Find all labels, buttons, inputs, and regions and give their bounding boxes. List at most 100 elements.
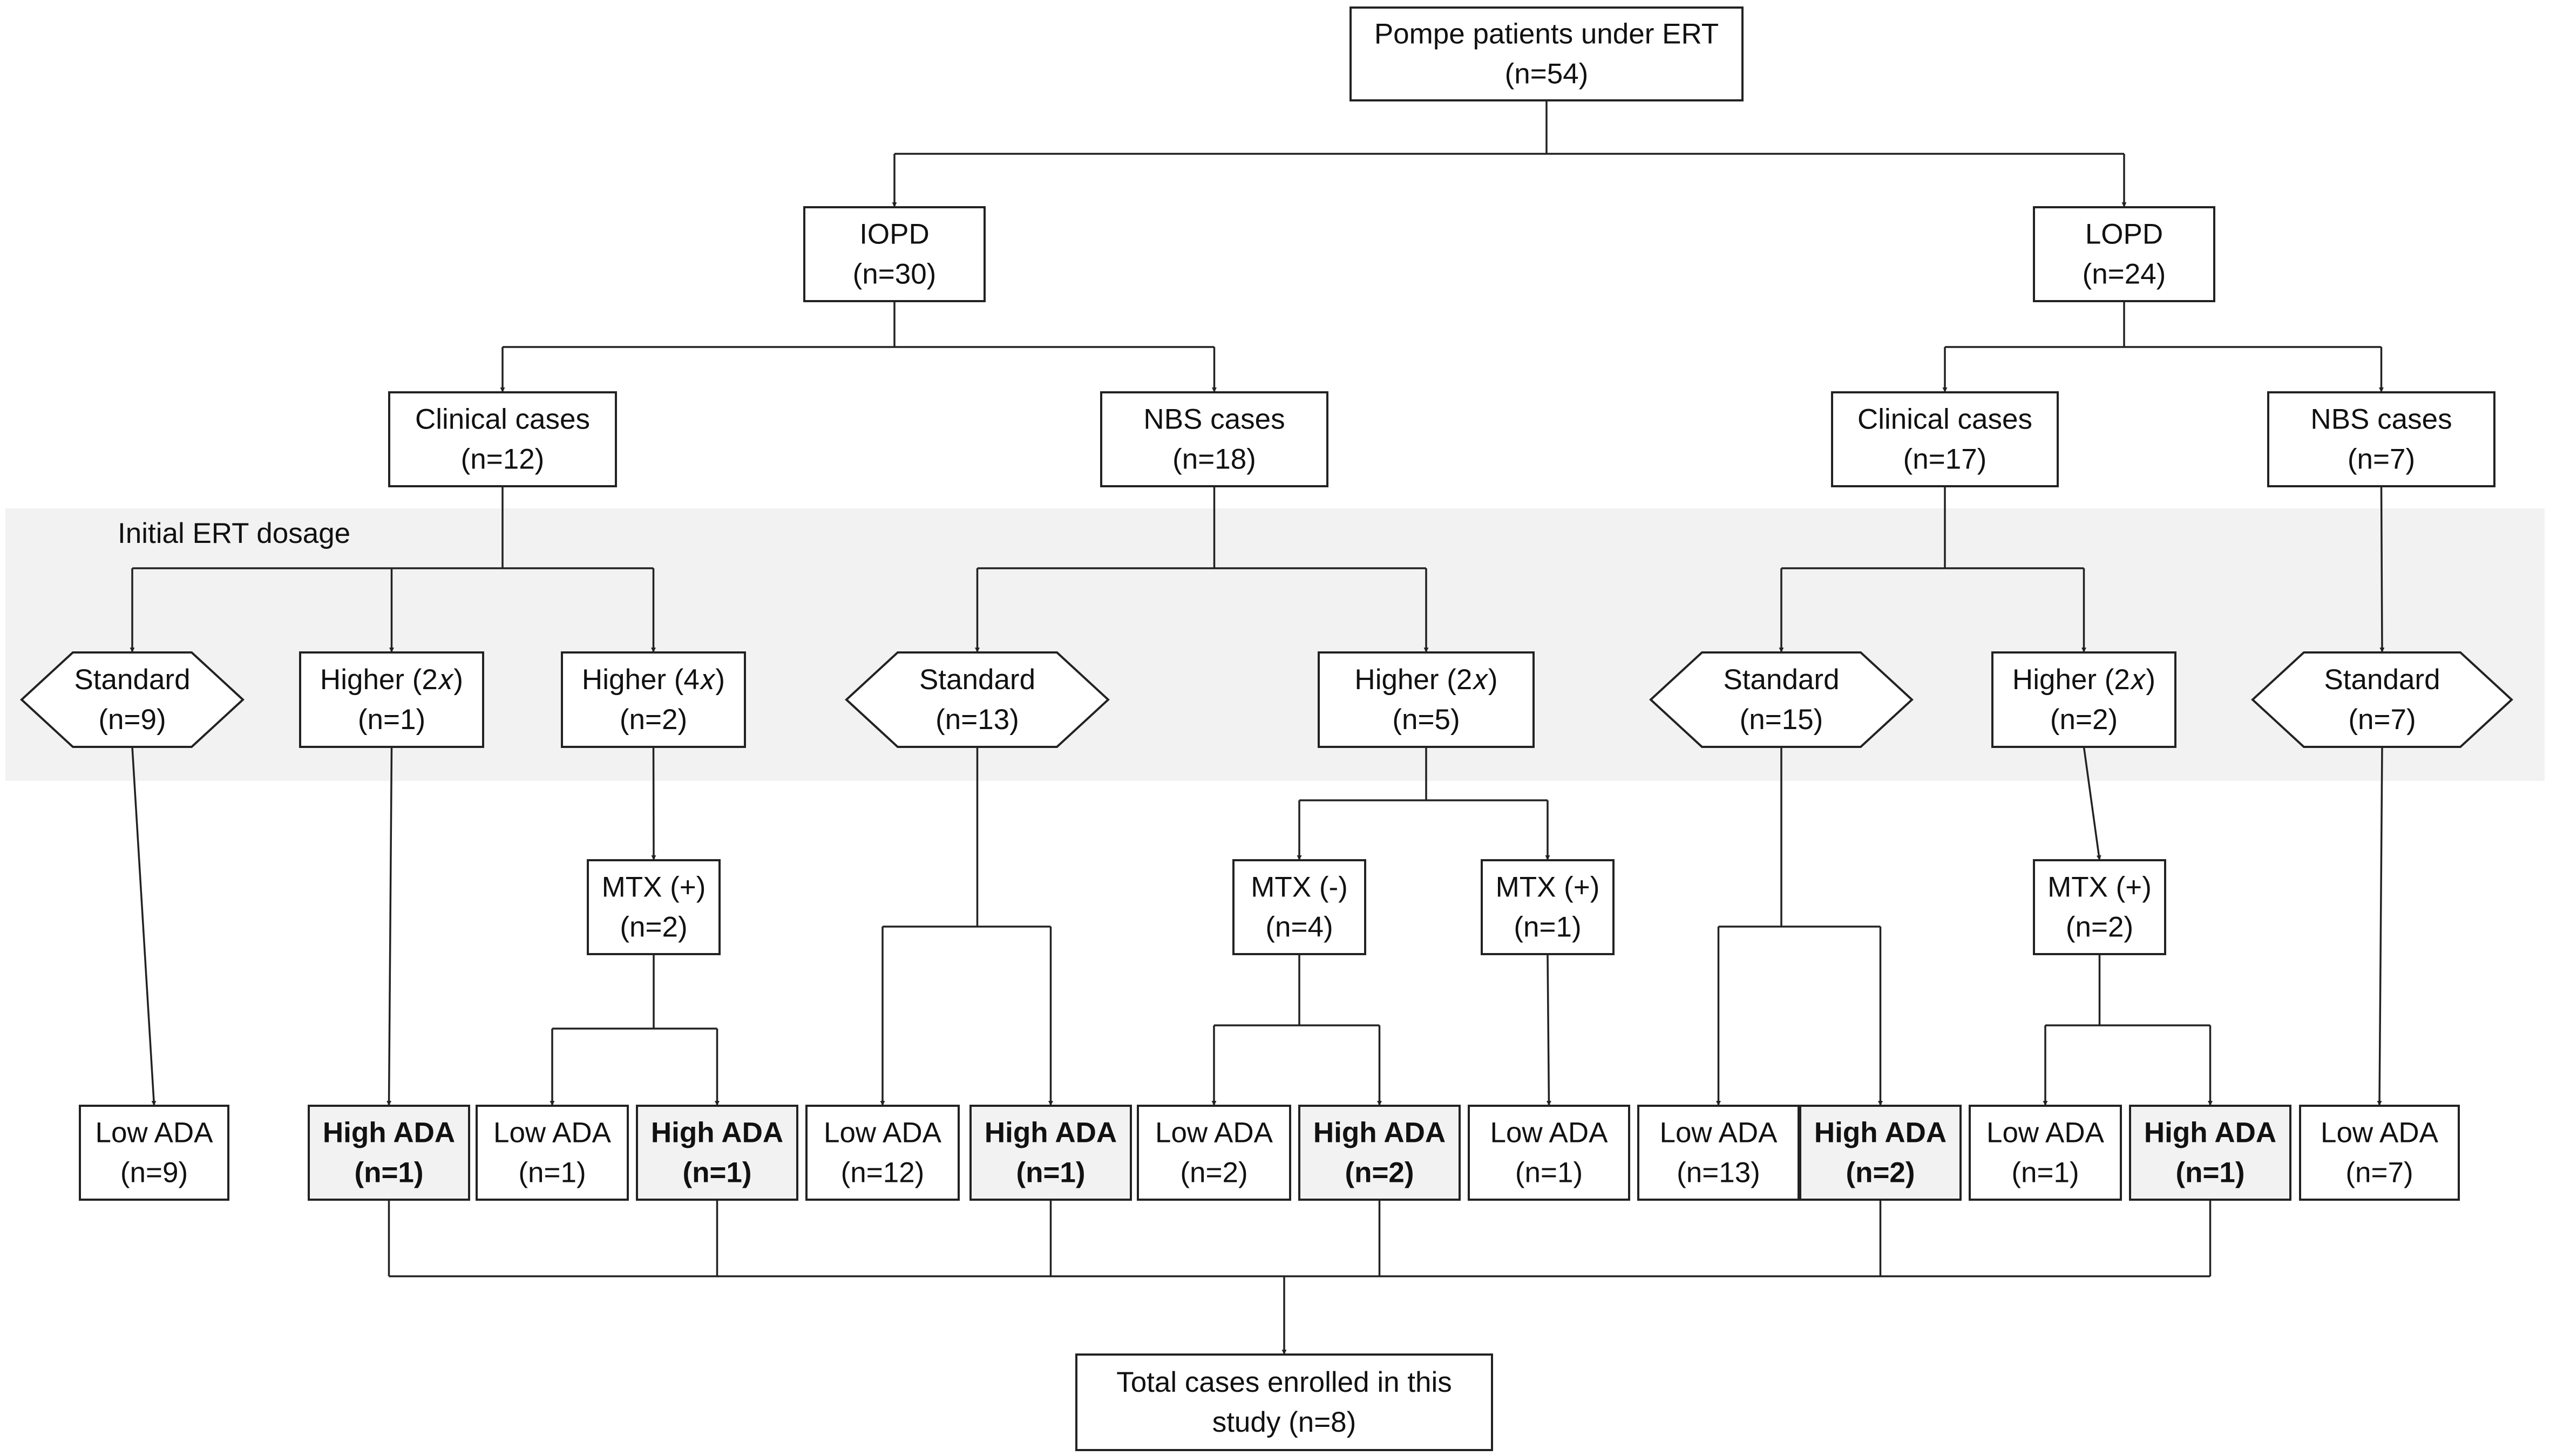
node-standard-n-9: Standard(n=9)	[20, 651, 245, 748]
node-text-line: Low ADA	[95, 1117, 213, 1149]
node-text-line: High ADA	[1814, 1117, 1947, 1149]
node-text-line: (n=1)	[518, 1157, 586, 1189]
node-text-line: (n=24)	[2083, 258, 2166, 290]
box-shape	[2299, 1105, 2460, 1201]
node-text-line: NBS cases	[2310, 404, 2452, 436]
hexagon-shape	[845, 651, 1110, 748]
node-low-ada-n-1: Low ADA(n=1)	[1468, 1105, 1630, 1201]
node-text-line: (n=12)	[461, 444, 545, 475]
node-text-line: (n=2)	[620, 704, 687, 736]
box-shape	[1075, 1353, 1493, 1451]
node-high-ada-n-1: High ADA(n=1)	[2129, 1105, 2291, 1201]
node-low-ada-n-2: Low ADA (n=2)	[1137, 1105, 1291, 1201]
node-text-line: (n=1)	[2175, 1157, 2244, 1189]
box-shape	[636, 1105, 798, 1201]
node-text-line: (n=5)	[1392, 704, 1460, 736]
node-text-line: Higher (2𝑥)	[1354, 664, 1497, 696]
node-text-line: (n=9)	[120, 1157, 188, 1189]
node-text-line: Pompe patients under ERT	[1374, 18, 1719, 50]
node-text-line: Low ADA	[1986, 1117, 2105, 1149]
node-text-line: Total cases enrolled in this	[1116, 1366, 1452, 1398]
node-text-line: Standard	[919, 664, 1035, 696]
node-text-line: High ADA	[1313, 1117, 1446, 1149]
node-text-line: (n=2)	[2050, 704, 2118, 736]
box-shape	[2033, 859, 2166, 955]
node-text-line: LOPD	[2085, 219, 2163, 250]
box-shape	[1799, 1105, 1962, 1201]
node-high-ada-n-2: High ADA (n=2)	[1298, 1105, 1461, 1201]
arrow-ic_h2-to-o2	[386, 746, 393, 1106]
box-shape	[805, 1105, 960, 1201]
node-nbs-cases-n-7: NBS cases (n=7)	[2267, 391, 2495, 487]
node-text-line: (n=15)	[1740, 704, 1823, 736]
node-text-line: MTX (+)	[602, 872, 706, 903]
box-shape	[1468, 1105, 1630, 1201]
node-higher-2-n-5: Higher (2𝑥) (n=5)	[1318, 651, 1535, 748]
node-text-line: Standard	[1723, 664, 1839, 696]
initial-ert-dosage-label: Initial ERT dosage	[118, 518, 350, 549]
node-text-line: Low ADA	[1490, 1117, 1608, 1149]
node-text-line: IOPD	[859, 219, 930, 250]
hexagon-shape	[1649, 651, 1914, 748]
node-low-ada-n-12: Low ADA(n=12)	[805, 1105, 960, 1201]
box-shape	[1481, 859, 1615, 955]
node-text-line: (n=4)	[1265, 911, 1333, 943]
node-higher-2-n-1: Higher (2𝑥)(n=1)	[299, 651, 484, 748]
flowchart-nodes: Pompe patients under ERT(n=54)IOPD(n=30)…	[20, 6, 2513, 1451]
box-shape	[2033, 206, 2215, 302]
hexagon-shape	[20, 651, 245, 748]
node-low-ada-n-9: Low ADA (n=9)	[79, 1105, 229, 1201]
node-text-line: Low ADA	[824, 1117, 942, 1149]
hexagon-shape	[2251, 651, 2513, 748]
node-high-ada-n-2: High ADA(n=2)	[1799, 1105, 1962, 1201]
node-mtx-n-4: MTX (-)(n=4)	[1232, 859, 1366, 955]
node-text-line: (n=18)	[1172, 444, 1256, 475]
node-text-line: (n=2)	[1345, 1157, 1414, 1189]
box-shape	[969, 1105, 1132, 1201]
box-shape	[1137, 1105, 1291, 1201]
arrow-ic_std-to-o1	[131, 746, 157, 1106]
node-text-line: Higher (2𝑥)	[2012, 664, 2155, 696]
node-text-line: Clinical cases	[415, 404, 590, 436]
node-text-line: (n=7)	[2348, 704, 2416, 736]
node-low-ada-n-1: Low ADA(n=1)	[1969, 1105, 2122, 1201]
box-shape	[1318, 651, 1535, 748]
node-text-line: (n=17)	[1903, 444, 1987, 475]
box-shape	[388, 391, 617, 487]
node-text-line: (n=7)	[2345, 1157, 2413, 1189]
box-shape	[299, 651, 484, 748]
node-text-line: High ADA	[651, 1117, 783, 1149]
node-text-line: (n=7)	[2348, 444, 2415, 475]
node-text-line: Low ADA	[1155, 1117, 1273, 1149]
box-shape	[1100, 391, 1328, 487]
box-shape	[1298, 1105, 1461, 1201]
arrow-lc_h2-to-lc_mtx	[2083, 746, 2101, 861]
node-text-line: (n=1)	[354, 1157, 423, 1189]
box-shape	[1991, 651, 2176, 748]
node-text-line: High ADA	[985, 1117, 1117, 1149]
node-text-line: (n=30)	[853, 258, 937, 290]
box-shape	[803, 206, 986, 302]
node-text-line: (n=2)	[620, 911, 687, 943]
node-text-line: Standard	[2324, 664, 2440, 696]
node-text-line: (n=2)	[1180, 1157, 1247, 1189]
node-text-line: (n=1)	[1016, 1157, 1085, 1189]
box-shape	[1831, 391, 2059, 487]
arrow-in_mtxp-to-o9	[1546, 954, 1551, 1106]
node-standard-n-15: Standard (n=15)	[1649, 651, 1914, 748]
box-shape	[1637, 1105, 1800, 1201]
node-text-line: Low ADA	[2321, 1117, 2439, 1149]
node-clinical-cases-n-12: Clinical cases (n=12)	[388, 391, 617, 487]
box-shape	[1969, 1105, 2122, 1201]
box-shape	[2267, 391, 2495, 487]
node-text-line: MTX (+)	[1496, 872, 1600, 903]
box-shape	[1232, 859, 1366, 955]
node-text-line: (n=1)	[358, 704, 425, 736]
node-lopd-n-24: LOPD (n=24)	[2033, 206, 2215, 302]
node-high-ada-n-1: High ADA(n=1)	[308, 1105, 470, 1201]
node-high-ada-n-1: High ADA(n=1)	[636, 1105, 798, 1201]
node-higher-2-n-2: Higher (2𝑥) (n=2)	[1991, 651, 2176, 748]
node-clinical-cases-n-17: Clinical cases(n=17)	[1831, 391, 2059, 487]
